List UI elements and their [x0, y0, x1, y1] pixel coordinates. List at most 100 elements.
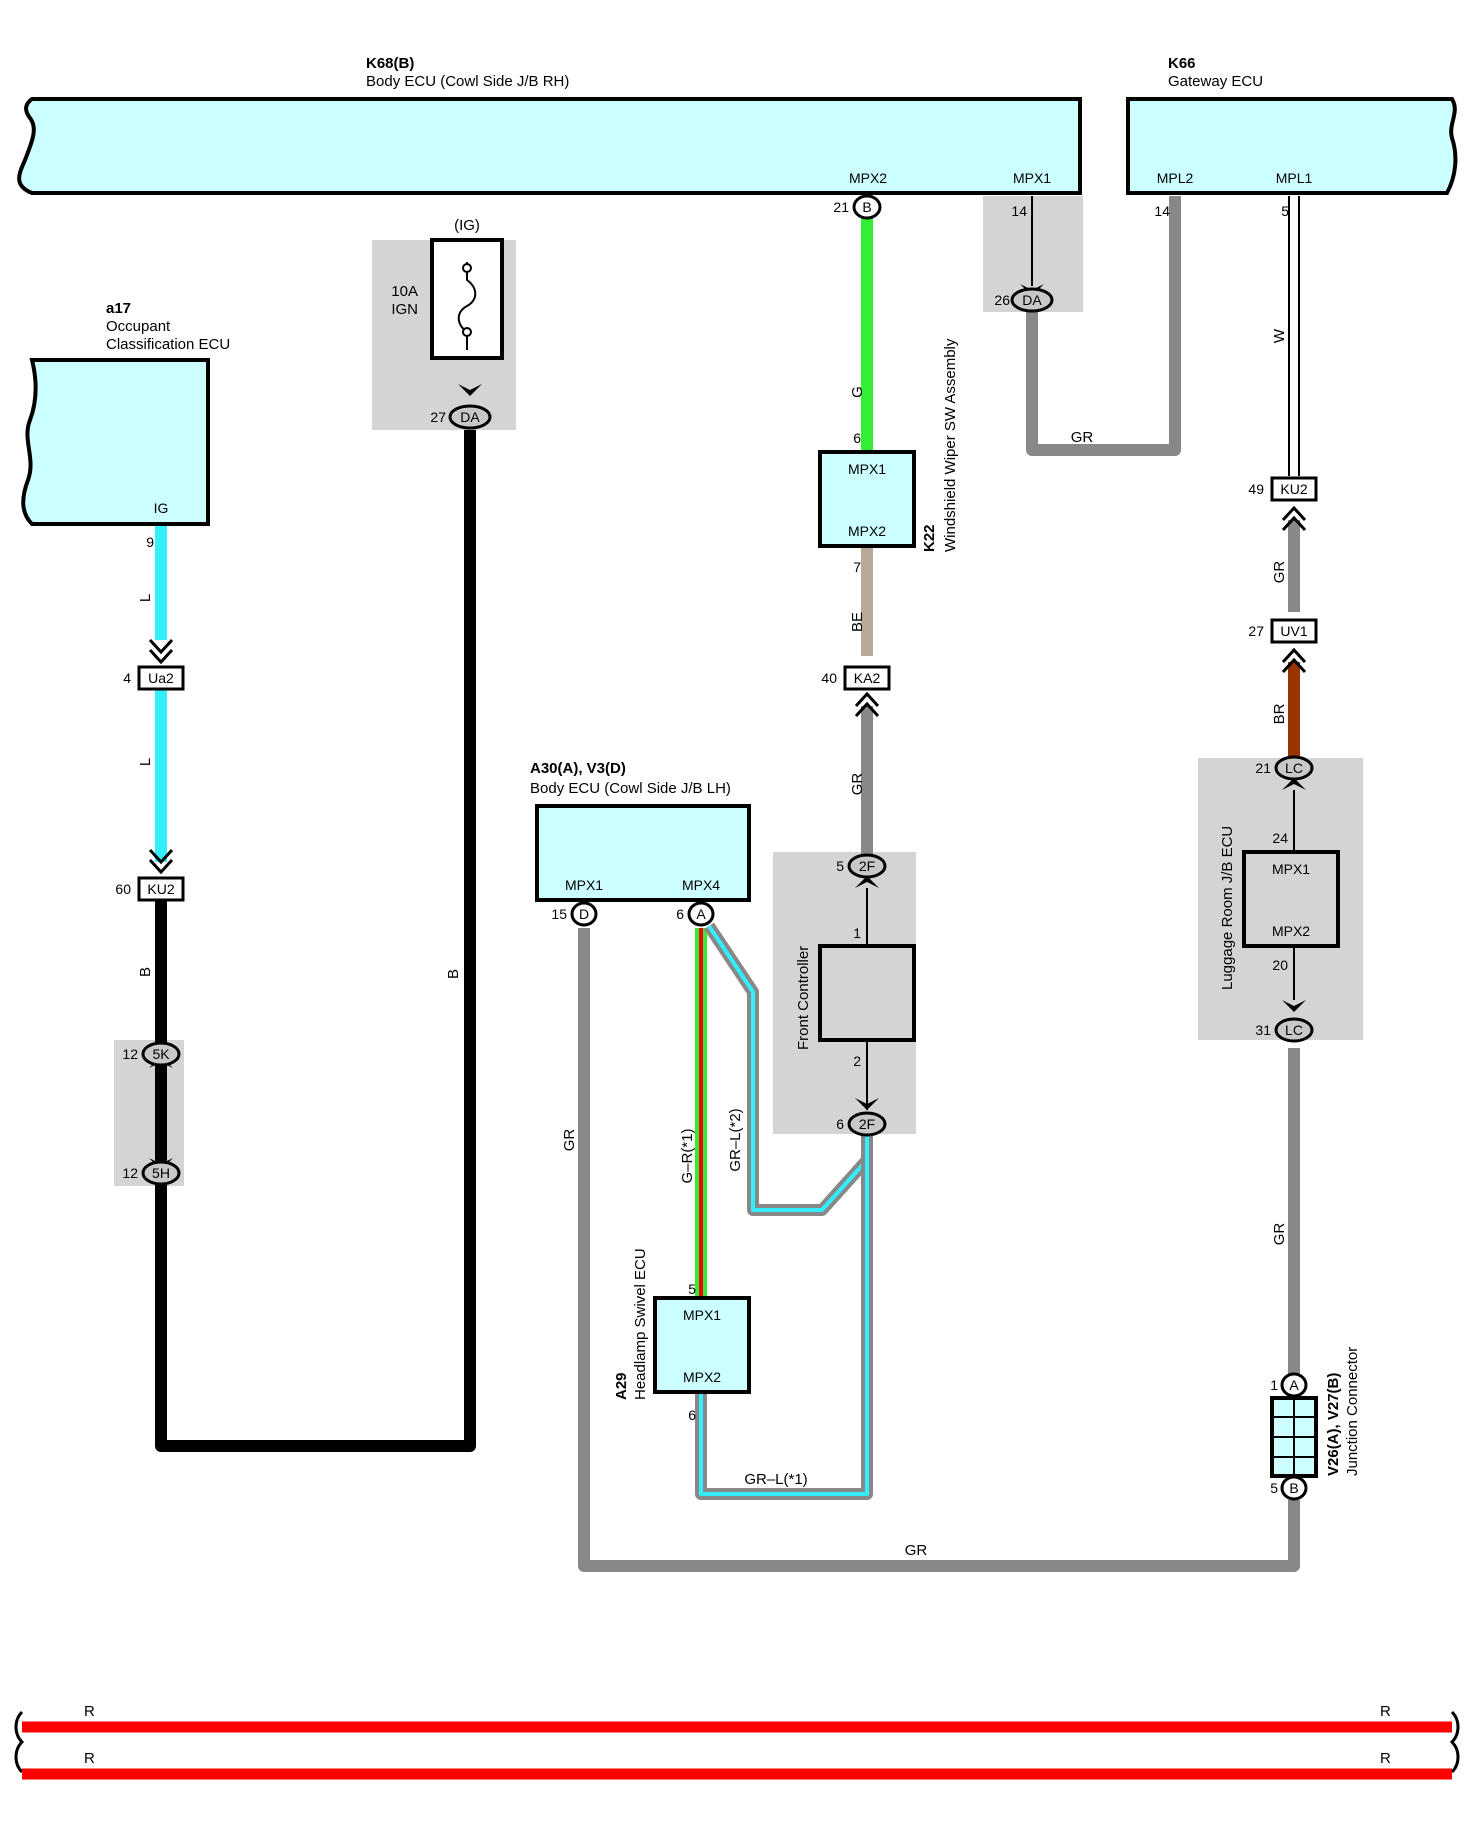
svg-text:GR: GR — [849, 773, 866, 796]
connector-junction-a: A — [1280, 1372, 1308, 1398]
svg-text:B: B — [445, 969, 462, 979]
svg-text:KA2: KA2 — [854, 670, 881, 686]
svg-text:14: 14 — [1154, 203, 1170, 219]
svg-text:GR: GR — [1271, 561, 1288, 584]
k22-wiper-switch: MPX1 MPX2 K22 Windshield Wiper SW Assemb… — [818, 338, 959, 552]
svg-text:4: 4 — [123, 670, 131, 686]
svg-text:49: 49 — [1248, 481, 1264, 497]
a30-body-ecu-lh: A30(A), V3(D) Body ECU (Cowl Side J/B LH… — [530, 760, 751, 902]
luggage-room-jb-ecu: MPX1 MPX2 Luggage Room J/B ECU — [1219, 826, 1340, 990]
arrowheads — [148, 505, 1307, 875]
svg-text:12: 12 — [122, 1165, 138, 1181]
svg-text:31: 31 — [1255, 1022, 1271, 1038]
svg-text:40: 40 — [821, 670, 837, 686]
svg-text:GR: GR — [1071, 429, 1094, 446]
a29-headlamp-swivel-ecu: MPX1 MPX2 A29 Headlamp Swivel ECU — [613, 1248, 751, 1400]
svg-text:2: 2 — [853, 1053, 861, 1069]
box-connectors: KU2 UV1 KA2 Ua2 KU2 — [137, 476, 1318, 902]
svg-text:L: L — [137, 594, 154, 602]
k68-pin-mpx2: MPX2 — [849, 170, 887, 186]
connector-5h: 5H — [141, 1160, 181, 1186]
junction-code: V26(A), V27(B) — [1325, 1373, 1342, 1476]
svg-text:5: 5 — [1281, 203, 1289, 219]
a30-pin-mpx1: MPX1 — [565, 877, 603, 893]
k66-code: K66 — [1168, 55, 1196, 72]
connector-2f-top: 2F — [847, 853, 887, 879]
front-controller-name: Front Controller — [795, 946, 812, 1050]
svg-text:A: A — [696, 906, 706, 922]
svg-text:6: 6 — [853, 430, 861, 446]
a17-name-2: Classification ECU — [106, 336, 230, 353]
ign-fuse: (IG) 10A IGN — [391, 217, 504, 360]
svg-text:20: 20 — [1272, 957, 1288, 973]
svg-text:21: 21 — [833, 199, 849, 215]
a29-name: Headlamp Swivel ECU — [632, 1248, 649, 1400]
connector-a30-a: A — [687, 901, 715, 927]
svg-text:27: 27 — [1248, 623, 1264, 639]
svg-text:1: 1 — [1270, 1377, 1278, 1393]
oval-connectors: B DA DA 5K 5H 2F 2F LC — [141, 194, 1314, 1501]
k68-pin-mpx1: MPX1 — [1013, 170, 1051, 186]
svg-text:BR: BR — [1271, 703, 1288, 724]
junction-connector: V26(A), V27(B) Junction Connector — [1270, 1347, 1361, 1478]
svg-text:6: 6 — [688, 1407, 696, 1423]
svg-text:2F: 2F — [859, 858, 875, 874]
svg-text:R: R — [84, 1750, 95, 1767]
a17-name-1: Occupant — [106, 318, 171, 335]
svg-text:1: 1 — [853, 925, 861, 941]
svg-text:60: 60 — [115, 881, 131, 897]
k66-pin-mpl1: MPL1 — [1276, 170, 1313, 186]
svg-text:26: 26 — [994, 292, 1010, 308]
svg-text:KU2: KU2 — [1280, 481, 1307, 497]
svg-text:6: 6 — [676, 906, 684, 922]
svg-text:D: D — [579, 906, 589, 922]
svg-text:GR: GR — [905, 1542, 928, 1559]
k22-pin-mpx2: MPX2 — [848, 523, 886, 539]
connector-da-27: DA — [448, 404, 492, 430]
svg-text:R: R — [1380, 1703, 1391, 1720]
wire-labels: G BE GR GR W GR BR L L B B GR GR GR G–R(… — [137, 328, 1288, 1559]
luggage-name: Luggage Room J/B ECU — [1219, 826, 1236, 990]
svg-text:7: 7 — [853, 559, 861, 575]
k66-name: Gateway ECU — [1168, 73, 1263, 90]
connector-lc-top: LC — [1274, 755, 1314, 781]
a29-pin-mpx2: MPX2 — [683, 1369, 721, 1385]
svg-text:LC: LC — [1285, 760, 1303, 776]
solid-arrowheads — [149, 284, 1306, 1170]
connector-ka2: KA2 — [843, 665, 891, 691]
svg-text:GR–L(*1): GR–L(*1) — [744, 1471, 807, 1488]
k66-gateway-ecu: K66 Gateway ECU MPL2 MPL1 — [1126, 55, 1458, 195]
svg-text:21: 21 — [1255, 760, 1271, 776]
connector-lc-bottom: LC — [1274, 1017, 1314, 1043]
connector-ku2-60: KU2 — [137, 876, 185, 902]
connector-2f-bottom: 2F — [847, 1111, 887, 1137]
svg-text:GR–L(*2): GR–L(*2) — [727, 1108, 744, 1171]
svg-text:9: 9 — [146, 534, 154, 550]
svg-text:Ua2: Ua2 — [148, 670, 174, 686]
a30-name: Body ECU (Cowl Side J/B LH) — [530, 780, 731, 797]
svg-text:R: R — [84, 1703, 95, 1720]
svg-text:W: W — [1271, 328, 1288, 343]
svg-text:27: 27 — [430, 409, 446, 425]
svg-text:5K: 5K — [152, 1046, 170, 1062]
k22-name: Windshield Wiper SW Assembly — [942, 338, 959, 552]
a29-pin-mpx1: MPX1 — [683, 1307, 721, 1323]
svg-text:LC: LC — [1285, 1022, 1303, 1038]
connector-uv1: UV1 — [1270, 618, 1318, 644]
svg-text:5H: 5H — [152, 1165, 170, 1181]
k66-pin-mpl2: MPL2 — [1157, 170, 1194, 186]
connector-ua2: Ua2 — [137, 665, 185, 691]
svg-text:KU2: KU2 — [147, 881, 174, 897]
front-controller: Front Controller — [795, 944, 916, 1050]
fuse-rating: 10A — [391, 283, 418, 300]
pin-numbers: 21 14 14 5 26 27 9 4 60 12 12 6 7 40 5 1… — [115, 199, 1289, 1496]
fuse-circuit: (IG) — [454, 217, 480, 234]
svg-text:G: G — [849, 386, 866, 398]
a17-occupant-ecu: a17 Occupant Classification ECU IG — [21, 300, 230, 526]
svg-text:6: 6 — [836, 1116, 844, 1132]
connector-a30-d: D — [570, 901, 598, 927]
a17-code: a17 — [106, 300, 131, 317]
k68-body-ecu: K68(B) Body ECU (Cowl Side J/B RH) MPX2 … — [17, 55, 1082, 195]
k68-code: K68(B) — [366, 55, 414, 72]
